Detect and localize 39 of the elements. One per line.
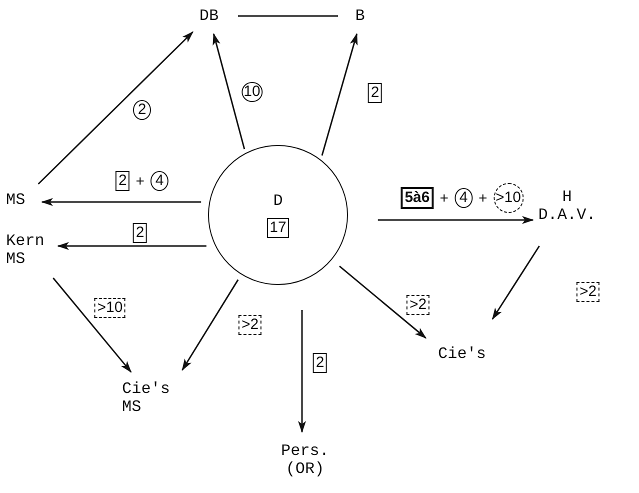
arrow <box>38 31 194 185</box>
arrow <box>57 242 206 250</box>
boxed-number: 2 <box>368 83 382 103</box>
node-label: Kern MS <box>6 232 50 268</box>
arrow <box>321 33 358 156</box>
circled-number: 4 <box>454 188 473 208</box>
boxed-number: >2 <box>576 282 600 302</box>
boxed-number: >10 <box>94 298 126 318</box>
node-label: MS <box>6 190 34 210</box>
node-label: Pers. (OR) <box>274 440 336 480</box>
arrow <box>339 266 427 339</box>
plus-sign: + <box>478 190 488 206</box>
arrow <box>298 310 306 433</box>
circled-number: 2 <box>133 100 151 120</box>
arrow <box>378 216 534 224</box>
node-label: H D.A.V. <box>536 186 598 226</box>
boxed-number: 2 <box>115 171 130 191</box>
arrow <box>52 278 132 373</box>
boxed-number: 2 <box>132 223 148 243</box>
boxed-number: 17 <box>266 218 290 238</box>
connector-line <box>238 15 338 17</box>
node-label: DB <box>194 6 224 26</box>
node-label: B <box>352 6 368 26</box>
plus-sign: + <box>440 190 449 206</box>
node-label: Cie's MS <box>122 378 188 418</box>
node-label: D <box>273 192 283 210</box>
arrow <box>212 33 246 150</box>
plus-sign: + <box>136 172 145 190</box>
boxed-number: >2 <box>406 295 430 315</box>
boxed-number: >2 <box>238 315 262 335</box>
node-label: Cie's <box>430 344 494 364</box>
boxed-number: 2 <box>312 353 328 373</box>
circled-number: 4 <box>150 171 169 191</box>
circled-number: >10 <box>493 183 524 213</box>
arrow <box>182 279 239 371</box>
boxed-number: 5à6 <box>400 187 434 209</box>
arrow <box>41 198 202 206</box>
arrow <box>492 246 540 320</box>
circled-number: 10 <box>242 82 262 102</box>
